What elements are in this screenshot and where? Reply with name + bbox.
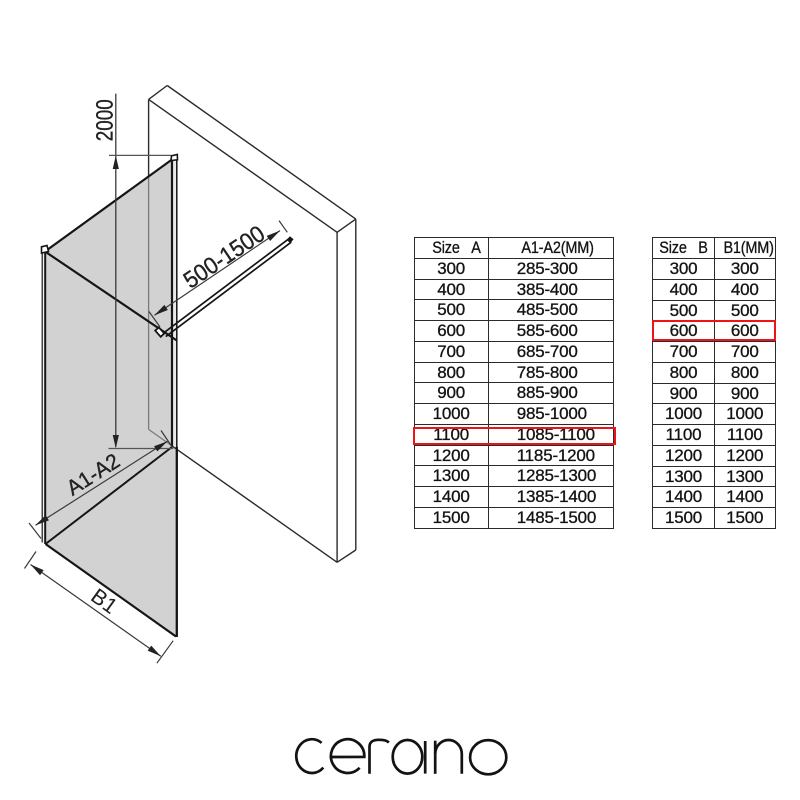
svg-text:2000: 2000	[92, 99, 118, 141]
svg-text:500-1500: 500-1500	[179, 220, 270, 293]
